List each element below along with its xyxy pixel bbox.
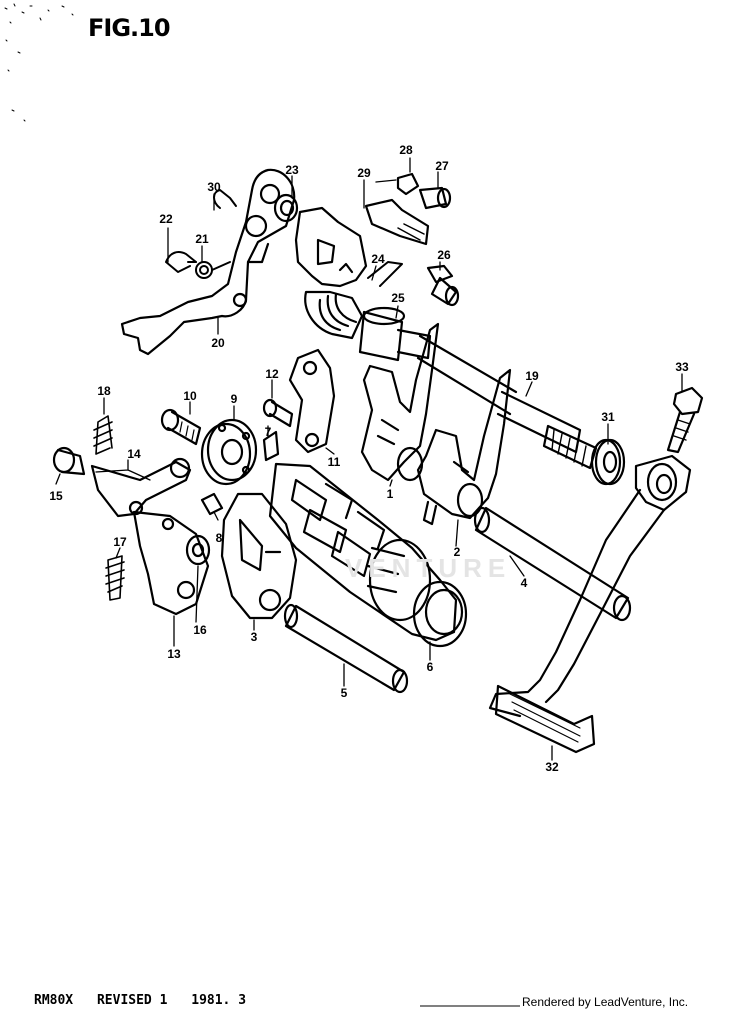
part-29-pin <box>364 198 430 246</box>
callout-12: 12 <box>265 367 279 381</box>
part-14-lever <box>90 457 192 518</box>
callout-31: 31 <box>601 410 615 424</box>
part-26-bolt <box>426 264 460 307</box>
part-3-cam-guide <box>220 492 298 620</box>
figure-title: FIG.10 <box>88 14 171 42</box>
callout-8: 8 <box>215 531 223 545</box>
part-16-washer <box>185 534 211 566</box>
part-32-shift-lever <box>488 454 692 754</box>
callout-1: 1 <box>386 487 394 501</box>
callout-9: 9 <box>230 392 238 406</box>
callout-22: 22 <box>159 212 173 226</box>
callout-26: 26 <box>437 248 451 262</box>
part-10-screw <box>160 408 202 446</box>
callout-6: 6 <box>426 660 434 674</box>
part-8-pin <box>200 492 224 516</box>
callout-3: 3 <box>250 630 258 644</box>
callout-4: 4 <box>520 576 528 590</box>
model-code: RM80X <box>34 993 74 1008</box>
callout-13: 13 <box>167 647 181 661</box>
callout-10: 10 <box>183 389 197 403</box>
callout-2: 2 <box>453 545 461 559</box>
part-15-bolt <box>52 446 86 476</box>
callout-30: 30 <box>207 180 221 194</box>
callout-21: 21 <box>195 232 209 246</box>
callout-32: 32 <box>545 760 559 774</box>
part-20-stopper-arm <box>120 168 296 356</box>
part-12-screw <box>262 398 294 428</box>
callout-11: 11 <box>327 455 341 469</box>
part-23-washer <box>273 193 299 223</box>
callout-28: 28 <box>399 143 413 157</box>
rendered-by-credit: Rendered by LeadVenture, Inc. <box>522 995 689 1009</box>
callout-14: 14 <box>127 447 141 461</box>
part-19-shift-shaft <box>496 390 598 470</box>
part-4-fork-shaft <box>473 506 632 622</box>
part-9-cam-plate <box>200 418 258 486</box>
callout-16: 16 <box>193 623 207 637</box>
callout-29: 29 <box>357 166 371 180</box>
part-33-pinch-bolt <box>666 386 704 454</box>
part-6-shift-cam <box>268 462 468 648</box>
part-2-shift-fork <box>416 368 512 526</box>
scan-speckle <box>4 3 74 122</box>
callout-18: 18 <box>97 384 111 398</box>
part-29-shift-shaft-arm <box>294 206 368 340</box>
watermark-text: VENTURE <box>345 553 512 583</box>
revision-date: 1981. 3 <box>191 993 247 1008</box>
part-18-spring <box>93 415 113 455</box>
callout-23: 23 <box>285 163 299 177</box>
part-5-rod <box>283 603 409 694</box>
callout-33: 33 <box>675 360 689 374</box>
part-27-bolt <box>418 186 452 210</box>
callout-27: 27 <box>435 159 449 173</box>
part-7-pin <box>262 430 280 462</box>
leader-lines <box>55 157 683 761</box>
footer-revision-info: RM80X REVISED 1 1981. 3 <box>34 993 262 1008</box>
part-31-oil-seal <box>590 438 626 486</box>
part-17-spring <box>105 555 125 601</box>
part-11-stopper-plate <box>288 348 336 454</box>
callout-19: 19 <box>525 369 539 383</box>
callout-24: 24 <box>371 252 385 266</box>
callout-7: 7 <box>264 425 272 439</box>
part-13-cam-stopper <box>132 510 210 616</box>
part-28-nut <box>396 172 420 196</box>
callout-20: 20 <box>211 336 225 350</box>
callout-25: 25 <box>391 291 405 305</box>
callout-15: 15 <box>49 489 63 503</box>
callout-17: 17 <box>113 535 127 549</box>
revision-label: REVISED 1 <box>96 993 168 1008</box>
part-24-torsion-spring <box>367 261 403 287</box>
callout-5: 5 <box>340 686 348 700</box>
